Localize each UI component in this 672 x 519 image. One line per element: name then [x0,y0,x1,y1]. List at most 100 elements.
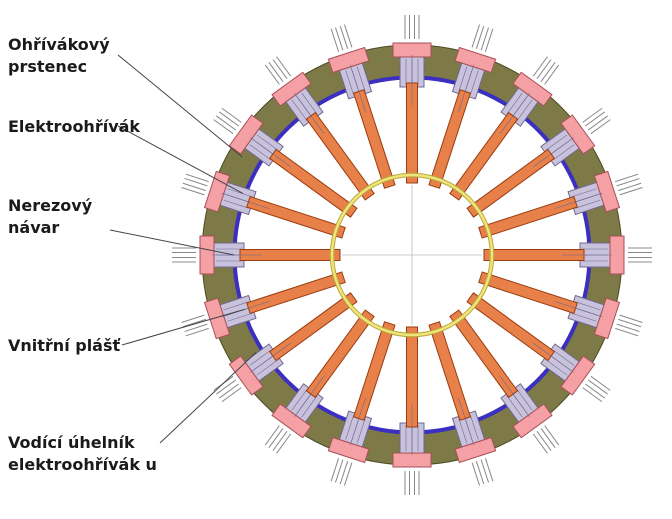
electric-heater [212,249,341,261]
guide-block-line [575,199,601,209]
guide-block-line [301,92,318,115]
electric-heater-core [554,192,603,209]
heater-wire [339,461,349,485]
electric-heater-core [349,397,366,446]
heater-wire [344,24,353,48]
guide-block-line [506,92,523,115]
leader-lines-layer [109,54,257,444]
heater-wire-group [213,107,242,135]
guide-block-line [345,70,355,96]
heaters-layer [212,55,612,455]
guide-block-line [301,395,318,418]
heater-wire [536,430,552,451]
guide-block-line [291,388,308,411]
heater-wire [587,379,608,395]
label-inner-shell: Vnitřní plášť [8,335,120,357]
heater-flange [199,235,215,275]
heater-guide-angle [199,235,245,275]
electric-heater-core [554,301,603,318]
heater-wire [339,25,349,49]
electric-heater-core [250,342,291,373]
heater-wire [268,427,284,448]
guide-block-line [552,144,575,161]
wires-layer [172,15,652,495]
label-heater-guide-angle: Vodící úhelník elektroohřívák u [8,432,157,476]
heater-wire [221,387,242,403]
heater-wire-group [615,314,643,337]
heater-wire [276,433,292,454]
heater-wire [532,433,548,454]
heater-wire [582,107,603,123]
heater-wire-group [264,56,292,85]
heater-wire [536,59,552,80]
leader-electric-heater [117,125,244,194]
electric-heater [466,292,574,373]
label-stainless-cladding-line-2: návar [8,218,60,237]
heater-wire [185,173,209,183]
heater-wire [264,64,280,85]
heater-wire [484,28,494,52]
electric-heater-core [533,137,574,168]
label-heater-ring-line-2: prstenec [8,57,88,76]
heater-wire [219,111,240,127]
heater-wire-group [615,173,643,196]
electric-heater [221,192,346,239]
heater-wire [484,458,494,482]
label-heater-guide-angle-line-2: elektroohřívák u [8,455,157,474]
label-heater-ring: Ohřívákový prstenec [8,34,110,78]
guide-block-line [356,66,366,92]
heater-wire [619,187,643,196]
electric-heater [428,64,475,189]
heater-wire [532,56,548,77]
heater-wire [584,383,605,399]
heater-wire [272,430,288,451]
heater-wire [184,323,208,333]
electric-heater-core [294,376,325,417]
heater-wire-group [330,458,353,486]
electric-heater [483,249,612,261]
heater-wire [480,27,490,51]
heater-wire [182,318,206,328]
electric-heater-core [499,376,530,417]
electric-heater [428,321,475,446]
electric-heater [478,192,603,239]
heater-wire [540,427,556,448]
heater-wire [544,64,560,85]
electric-heater [466,137,574,218]
heater-wire [584,111,605,127]
electric-heater [294,309,375,417]
guide-block-line [223,199,249,209]
heater-wire [590,375,611,391]
heater-wire [540,62,556,83]
guide-block-line [356,418,366,444]
guide-block-line [516,388,533,411]
label-inner-shell-line-1: Vnitřní plášť [8,336,121,355]
heater-wire [330,28,340,52]
heater-wire [471,462,480,486]
guides-layer [199,42,625,468]
heater-wire [219,383,240,399]
guide-block-line [249,349,272,366]
heater-wire [185,327,209,337]
heater-wire-group [404,471,420,495]
heater-wire-group [532,56,560,85]
leader-inner-shell [121,308,245,346]
heater-wire [330,458,340,482]
heater-wire [544,425,560,446]
electric-heater-core [458,397,475,446]
guide-block-line [506,395,523,418]
guide-block-line [291,99,308,122]
heater-wire [221,107,242,123]
heater-wire [618,182,642,192]
guide-block-line [223,301,249,311]
heater-wire-group [404,15,420,39]
electric-heater-core [221,192,270,209]
heater-wire [184,177,208,187]
guide-block-line [458,418,468,444]
heater-wire [334,27,344,51]
electric-heater [294,93,375,201]
heater-wire [264,425,280,446]
heater-flange [609,235,625,275]
heater-wire [475,461,485,485]
